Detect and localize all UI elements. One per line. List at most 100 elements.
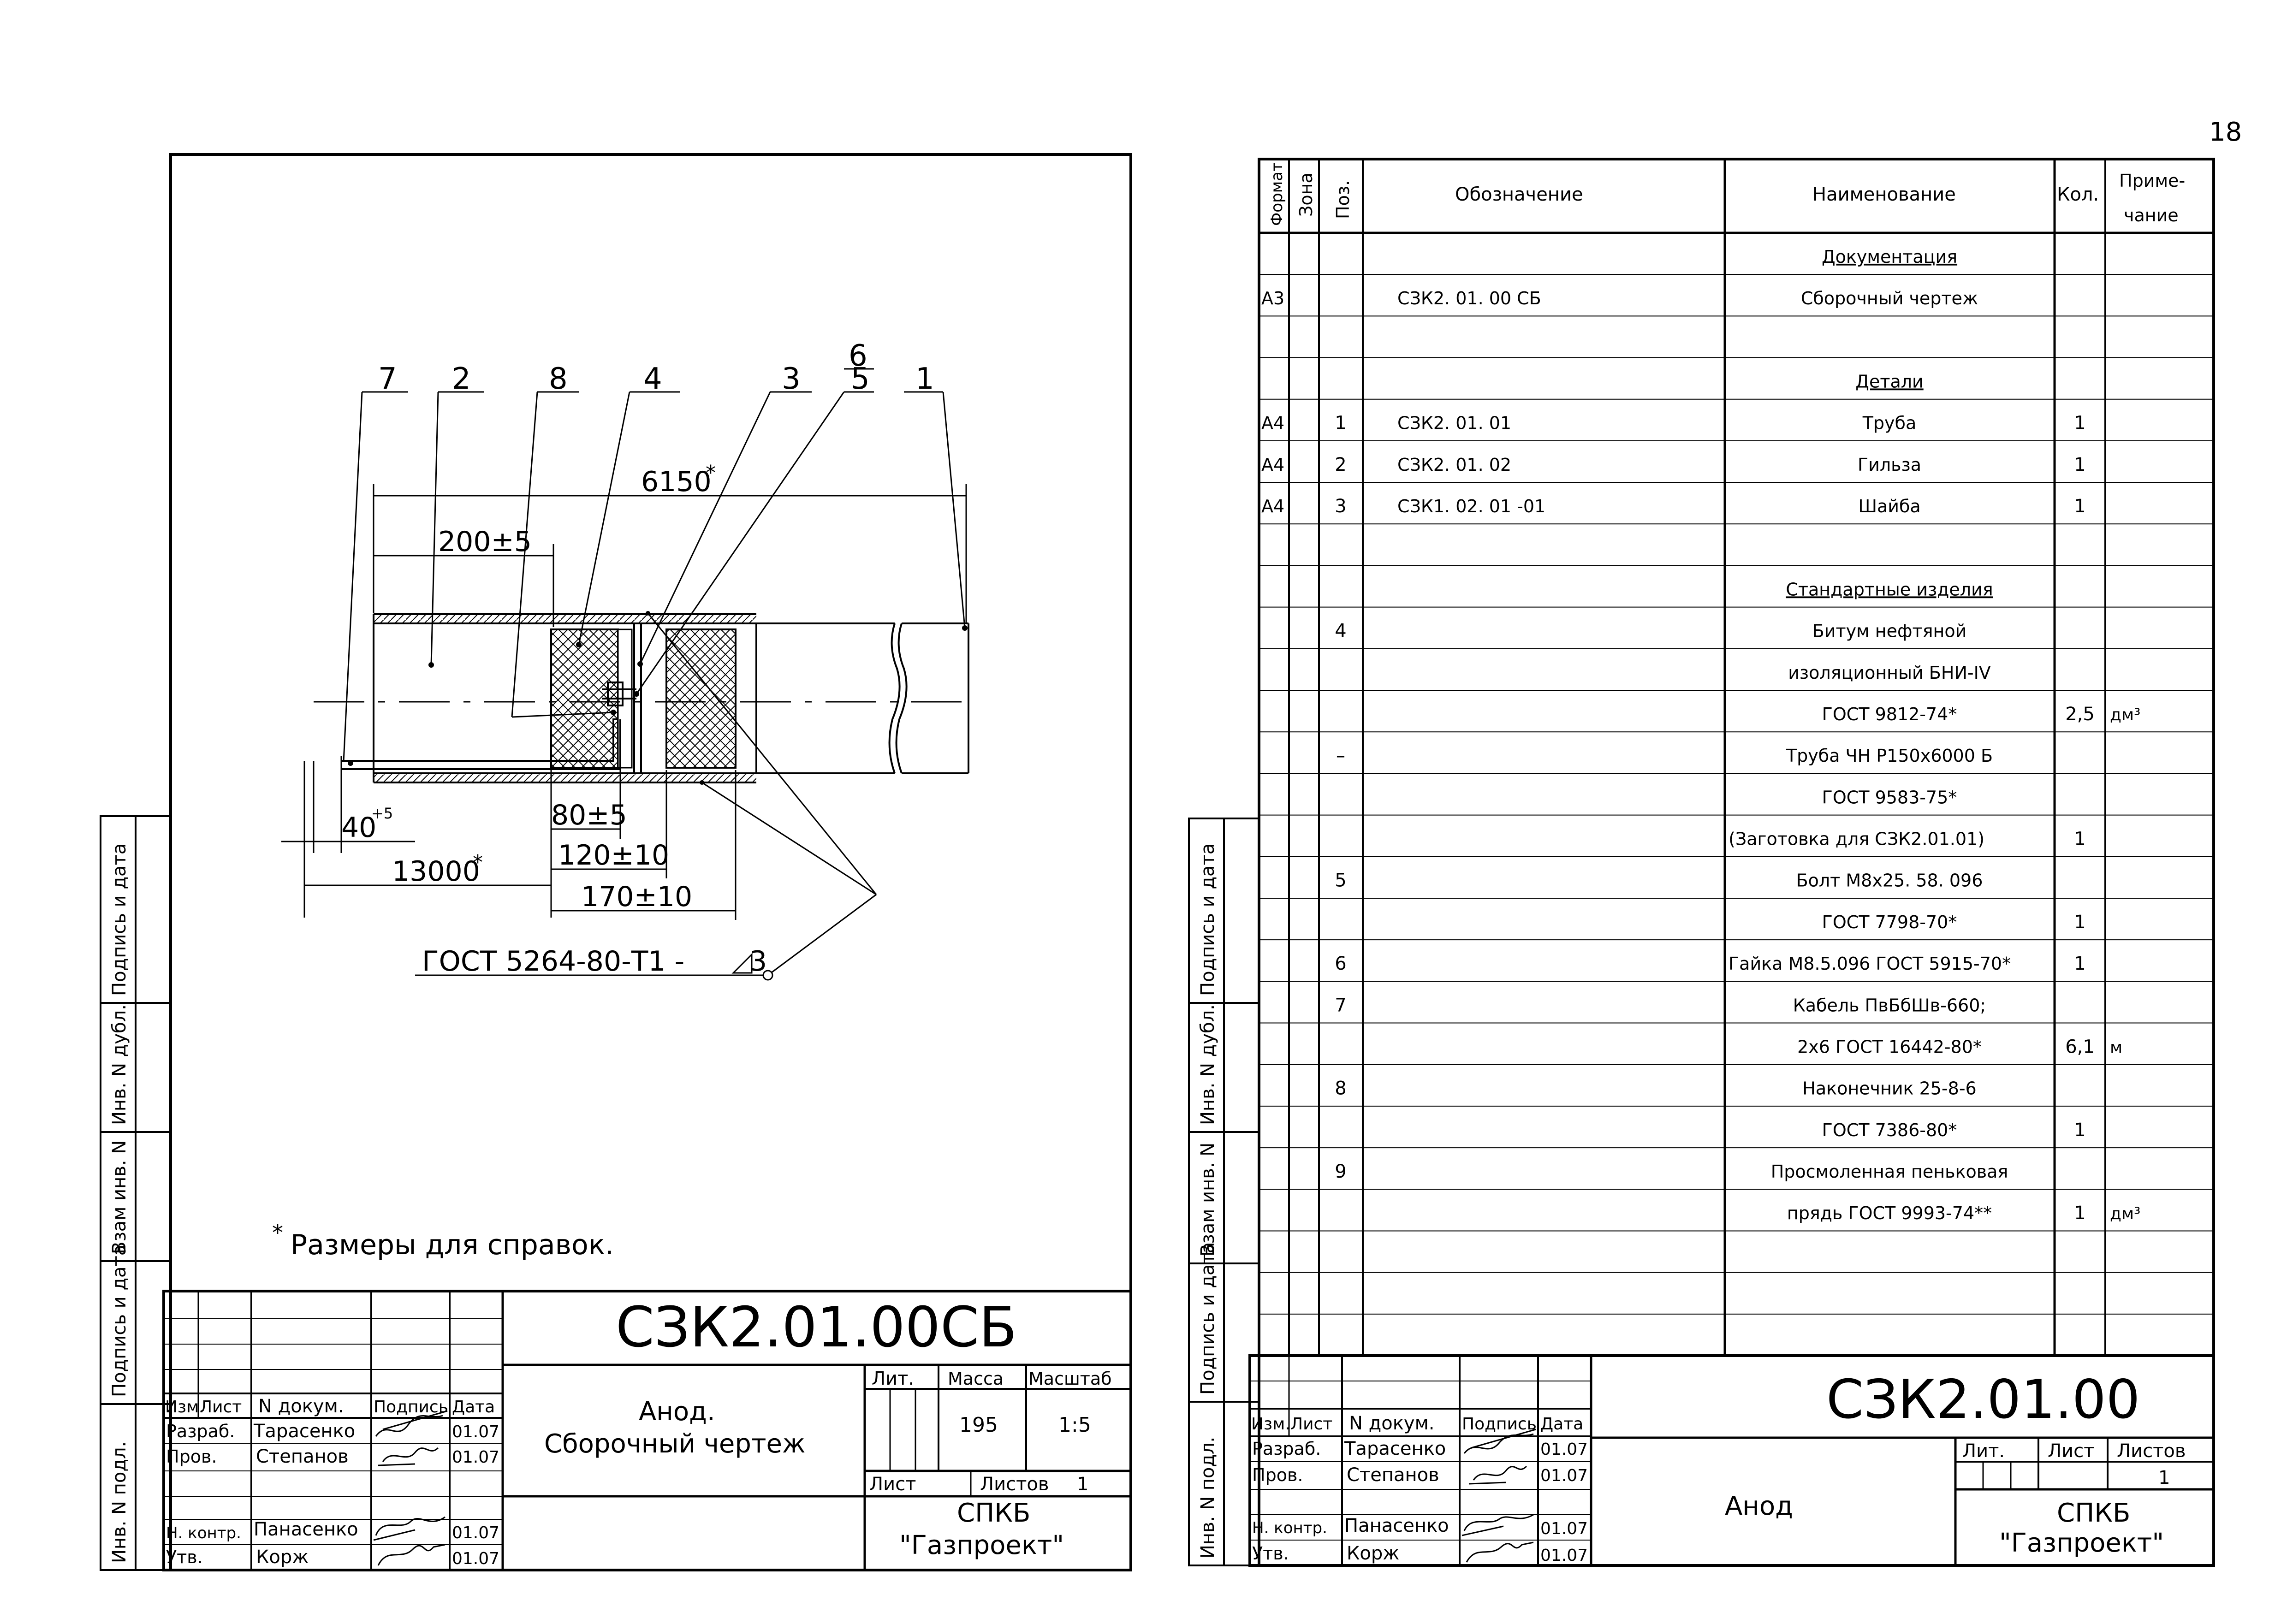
- sheet2-title: Анод: [1725, 1491, 1793, 1521]
- sheet2-sheets-label: Листов: [2117, 1440, 2186, 1462]
- spec-cell-pos: 8: [1335, 1078, 1346, 1099]
- spec-cell-name: Стандартные изделия: [1786, 579, 1993, 599]
- spec-cell-pos: 4: [1335, 621, 1346, 642]
- sheet2-lit-label: Лит.: [1962, 1440, 2005, 1462]
- reference-mark: *: [272, 1220, 283, 1246]
- side-stamp2-vzam: Взам инв. N: [1197, 1143, 1218, 1257]
- dim-120: 120±10: [558, 839, 669, 871]
- tb2-name-2: Панасенко: [1344, 1515, 1449, 1536]
- sheet1-title-2: Сборочный чертеж: [544, 1429, 805, 1459]
- spec-cell-name: Труба: [1862, 413, 1917, 433]
- tb1-h-izm: Изм.: [165, 1398, 204, 1417]
- dim-6150-mark: *: [706, 461, 716, 485]
- spec-cell-qty: 1: [2074, 953, 2085, 974]
- side-stamp-podpis-2: Подпись и дата: [109, 843, 130, 996]
- sheet1-scale-label: Масштаб: [1028, 1369, 1112, 1389]
- sheet1-mass: 195: [959, 1413, 998, 1437]
- tb2-date-2: 01.07: [1540, 1519, 1588, 1538]
- spec-cell-designation: СЗК2. 01. 00 СБ: [1397, 288, 1541, 308]
- sheet1-signatures: [373, 1410, 448, 1566]
- side-stamp2-podpis-1: Подпись и дата: [1197, 1242, 1218, 1395]
- spec-h-note-1: Приме-: [2119, 171, 2185, 191]
- sheet1-side-stamp: [100, 815, 172, 1571]
- side-stamp2-inv-dubl: Инв. N дубл.: [1197, 1004, 1218, 1125]
- spec-h-note-2: чание: [2124, 205, 2179, 225]
- leader-2: 2: [452, 362, 471, 396]
- tb2-role-2: Н. контр.: [1252, 1519, 1327, 1537]
- dim-40-tol: +5: [371, 805, 393, 822]
- spec-cell-note: дм³: [2110, 1204, 2140, 1223]
- tb2-h-izm: Изм.: [1251, 1415, 1290, 1434]
- tb2-role-0: Разраб.: [1252, 1439, 1321, 1459]
- dim-40: 40: [341, 812, 376, 844]
- spec-cell-name: Гайка М8.5.096 ГОСТ 5915-70*: [1729, 954, 2011, 974]
- leader-3: 3: [782, 362, 801, 396]
- sheet1-sheets-label: Листов: [980, 1474, 1049, 1495]
- sheet1-title-1: Анод.: [639, 1397, 715, 1427]
- sheet2-title-block: [1248, 1354, 2215, 1567]
- spec-cell-pos: 3: [1335, 496, 1346, 517]
- tb2-h-podpis: Подпись: [1462, 1415, 1537, 1434]
- leader-7: 7: [378, 362, 397, 396]
- side-stamp2-inv-podl: Инв. N подл.: [1197, 1437, 1218, 1559]
- spec-cell-note: м: [2110, 1038, 2122, 1057]
- tb1-h-data: Дата: [452, 1398, 495, 1417]
- tb1-role-3: Утв.: [166, 1547, 203, 1567]
- tb1-role-0: Разраб.: [166, 1421, 235, 1441]
- spec-cell-designation: СЗК2. 01. 02: [1397, 455, 1511, 475]
- dim-170: 170±10: [581, 881, 692, 913]
- sheet1-sheet-label: Лист: [869, 1474, 916, 1495]
- dim-200: 200±5: [438, 526, 532, 558]
- spec-cell-qty: 1: [2074, 413, 2085, 434]
- reference-note: Размеры для справок.: [291, 1229, 614, 1261]
- spec-cell-qty: 1: [2074, 912, 2085, 933]
- spec-h-pos: Поз.: [1333, 180, 1353, 219]
- sheet1-org-1: СПКБ: [957, 1498, 1030, 1528]
- tb1-date-1: 01.07: [452, 1448, 499, 1467]
- dim-13000-mark: *: [473, 851, 483, 874]
- spec-cell-name: Труба ЧН Р150х6000 Б: [1786, 746, 1993, 766]
- spec-cell-pos: 7: [1335, 995, 1346, 1016]
- tb2-name-3: Корж: [1347, 1543, 1399, 1564]
- side-stamp-vzam: Взам инв. N: [109, 1140, 130, 1254]
- tb1-role-2: Н. контр.: [166, 1524, 241, 1542]
- spec-cell-name: ГОСТ 9812-74*: [1822, 704, 1957, 724]
- spec-cell-name: Сборочный чертеж: [1801, 288, 1978, 308]
- side-stamp2-podpis-2: Подпись и дата: [1197, 843, 1218, 996]
- spec-table-grid: [1259, 159, 2214, 1357]
- spec-cell-pos: 2: [1335, 454, 1346, 475]
- tb2-name-0: Тарасенко: [1344, 1438, 1446, 1459]
- sheet2-sheets-count: 1: [2158, 1467, 2170, 1488]
- tb1-role-1: Пров.: [166, 1446, 217, 1467]
- tb1-name-0: Тарасенко: [253, 1421, 355, 1442]
- tb1-name-2: Панасенко: [254, 1519, 358, 1540]
- tb2-h-data: Дата: [1540, 1415, 1583, 1434]
- sheet1-designation: СЗК2.01.00СБ: [616, 1296, 1017, 1360]
- tb1-date-0: 01.07: [452, 1422, 499, 1441]
- spec-cell-pos: 1: [1335, 413, 1346, 434]
- dim-80: 80±5: [551, 799, 627, 831]
- spec-cell-name: Болт М8х25. 58. 096: [1796, 871, 1983, 891]
- sheet2-side-stamp: [1188, 818, 1260, 1566]
- spec-cell-name: Кабель ПвБбШв-660;: [1793, 995, 1986, 1015]
- spec-cell-name: (Заготовка для СЗК2.01.01): [1729, 829, 1984, 849]
- anode-drawing: 7 2 8 4 3 6 5 1: [272, 339, 973, 1261]
- spec-cell-name: Детали: [1855, 371, 1923, 391]
- spec-cell-format: А3: [1261, 288, 1284, 308]
- leader-6: 6: [849, 339, 867, 373]
- spec-cell-qty: 1: [2074, 1120, 2085, 1141]
- page-number: 18: [2209, 117, 2242, 147]
- sheet1-title-block: [162, 1290, 1132, 1571]
- spec-cell-name: 2х6 ГОСТ 16442-80*: [1797, 1037, 1982, 1057]
- tb1-h-podpis: Подпись: [374, 1398, 448, 1417]
- spec-cell-name: Наконечник 25-8-6: [1802, 1079, 1976, 1099]
- side-stamp-inv-podl: Инв. N подл.: [109, 1441, 130, 1563]
- spec-cell-format: А4: [1261, 455, 1284, 475]
- tb1-date-3: 01.07: [452, 1549, 499, 1568]
- tb2-role-3: Утв.: [1252, 1543, 1289, 1564]
- spec-cell-qty: 1: [2074, 1203, 2085, 1224]
- sheet1-mass-label: Масса: [948, 1369, 1004, 1389]
- sheet2-org-1: СПКБ: [2057, 1498, 2130, 1528]
- tb1-h-ndoc: N докум.: [258, 1396, 344, 1417]
- spec-h-designation: Обозначение: [1455, 184, 1583, 205]
